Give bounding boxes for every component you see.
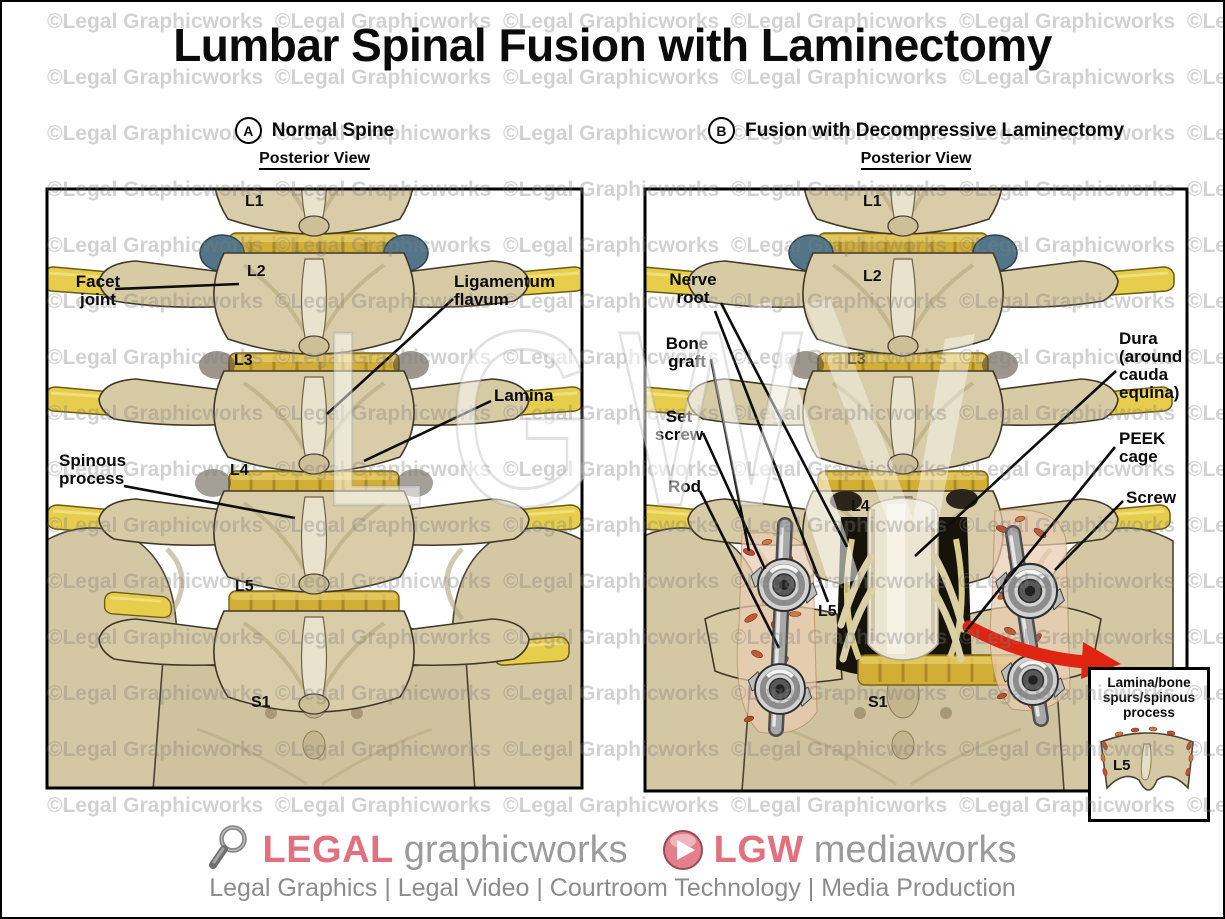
level-b-l1: L1: [863, 193, 882, 210]
footer-tagline: Legal Graphics | Legal Video | Courtroom…: [209, 874, 1016, 902]
brand-legal: LEGAL: [262, 828, 394, 871]
panel-a-header: A Normal Spine: [47, 117, 582, 144]
label-lamina: Lamina: [494, 386, 554, 405]
label-rod: Rod: [668, 477, 702, 496]
level-a-l5: L5: [235, 578, 254, 595]
level-a-l2: L2: [247, 263, 266, 280]
play-icon: [662, 830, 703, 870]
brand-lgw: LGW: [713, 828, 804, 871]
level-a-l1: L1: [245, 193, 264, 210]
inset-level-label: L5: [1113, 757, 1131, 774]
panel-a-badge: A: [234, 117, 262, 144]
page-title: Lumbar Spinal Fusion with Laminectomy: [173, 19, 1052, 71]
level-b-l4: L4: [851, 498, 870, 515]
level-b-s1: S1: [868, 694, 888, 711]
brand-mediaworks: mediaworks: [813, 828, 1017, 871]
panel-b-header: B Fusion with Decompressive Laminectomy: [645, 117, 1187, 144]
inset-caption: Lamina/bone spurs/spinous process: [1102, 675, 1196, 721]
lamina-inset-box: Lamina/bone spurs/spinous process L5: [1088, 667, 1210, 822]
panel-b-art: [643, 187, 1189, 793]
panel-b-badge: B: [707, 117, 735, 144]
level-a-l3: L3: [234, 352, 253, 369]
label-screw: Screw: [1126, 488, 1177, 507]
panel-b-heading: Fusion with Decompressive Laminectomy: [744, 119, 1125, 141]
brand-graphicworks: graphicworks: [403, 828, 628, 871]
level-a-l4: L4: [230, 462, 249, 479]
panel-b-view-label: Posterior View: [645, 150, 1187, 170]
removed-lamina-drawing: L5: [1100, 727, 1194, 792]
footer-logo: LEGAL graphicworks LGW mediaworks: [2, 824, 1223, 876]
magnifier-icon: [209, 825, 248, 869]
level-b-l3: L3: [847, 351, 866, 368]
level-b-l5: L5: [818, 603, 837, 620]
leader-lines: [114, 282, 1124, 649]
panel-a-heading: Normal Spine: [271, 119, 395, 141]
panel-a-view-label: Posterior View: [47, 150, 582, 170]
level-b-l2: L2: [863, 268, 882, 285]
level-a-s1: S1: [251, 694, 271, 711]
red-arrow: [962, 620, 1092, 669]
